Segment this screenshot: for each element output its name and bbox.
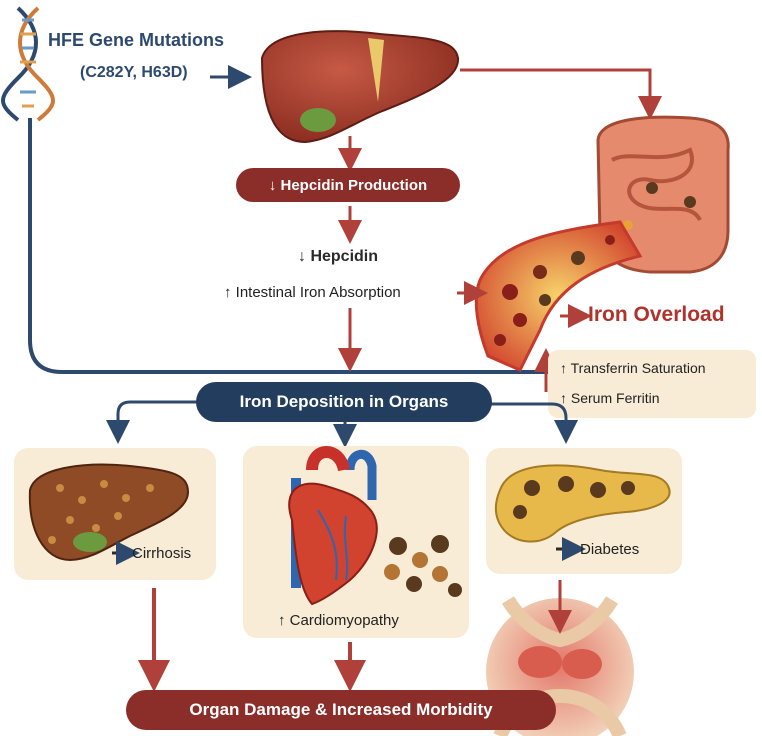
arrow-liver-to-intestine [460, 68, 662, 120]
iron-overload-label: Iron Overload [588, 303, 725, 326]
gene-title: HFE Gene Mutations [48, 30, 225, 50]
liver-icon [260, 30, 460, 144]
gene-subtitle: (C282Y, H63D) [80, 64, 188, 81]
iron-deposition-pill: Iron Deposition in Organs [196, 382, 492, 422]
arrow-deposition-to-cirrhosis [106, 400, 200, 444]
heart-icon [288, 446, 378, 606]
dna-icon [1, 6, 55, 122]
cardiomyopathy-label: ↑ Cardiomyopathy [278, 612, 399, 629]
diabetes-label: Diabetes [580, 541, 640, 558]
arrow-deposition-to-pancreas [490, 402, 578, 444]
hepcidin-label: ↓ Hepcidin [298, 248, 379, 265]
lab-markers-card [548, 350, 756, 418]
navy-loop-connector [28, 118, 560, 374]
blood-vessel-icon [474, 220, 643, 372]
cirrhosis-label: Cirrhosis [132, 545, 192, 562]
outcome-pill: Organ Damage & Increased Morbidity [126, 690, 556, 730]
cirrhotic-liver-icon [28, 463, 190, 562]
transferrin-label: ↑ Transferrin Saturation [560, 360, 706, 376]
ferritin-label: ↑ Serum Ferritin [560, 390, 660, 406]
intestine-icon [596, 115, 730, 274]
pancreas-icon [494, 464, 671, 543]
iron-particles-icon [384, 535, 462, 597]
hepcidin-production-pill: ↓ Hepcidin Production [236, 168, 460, 202]
iron-absorption-label: ↑ Intestinal Iron Absorption [224, 284, 401, 301]
